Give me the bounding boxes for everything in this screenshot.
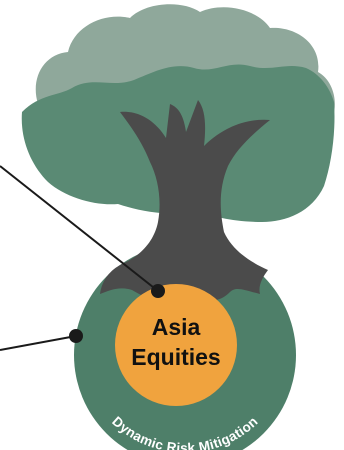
core-label-line1: Asia [152,314,201,340]
tree-trunk-icon [100,100,270,300]
core-circle [115,284,237,406]
core-label-line2: Equities [131,344,220,370]
connector-line-ring [0,335,77,351]
connector-dot-ring-icon [69,329,83,343]
connector-line-core [0,165,159,292]
connector-dot-core-icon [151,284,165,298]
